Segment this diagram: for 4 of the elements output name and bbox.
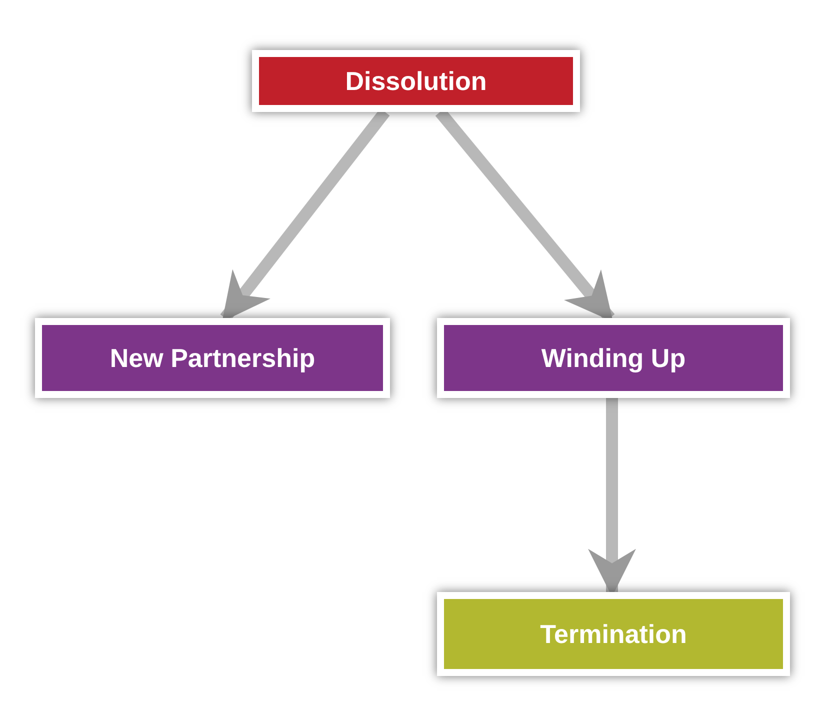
box-label: New Partnership <box>110 342 316 374</box>
box-label: Termination <box>540 618 687 650</box>
box-label: Dissolution <box>345 64 487 98</box>
box-label: Winding Up <box>541 342 686 374</box>
